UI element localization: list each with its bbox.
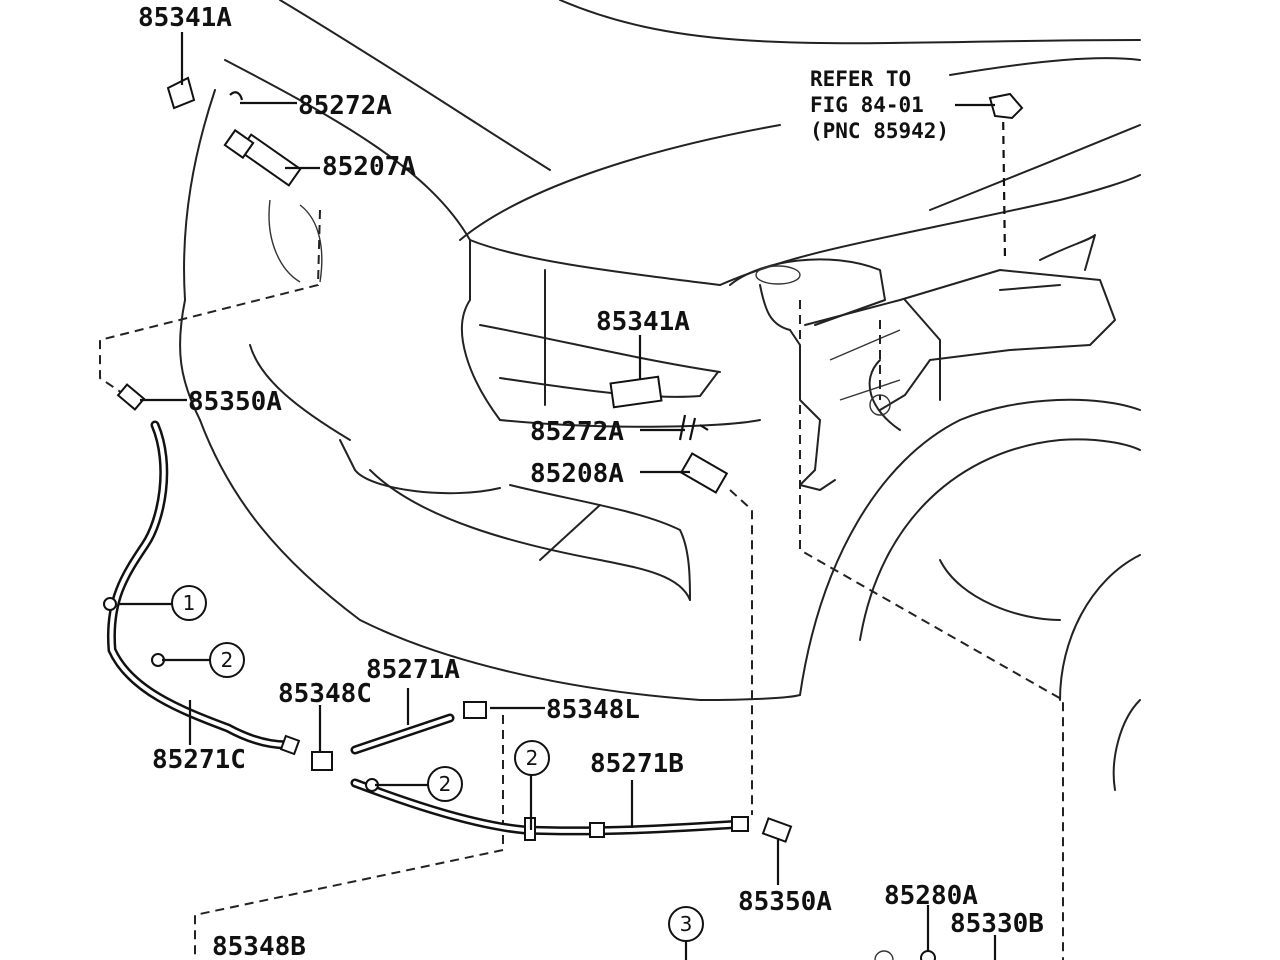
part-label-85272a-top: 85272A <box>298 91 392 121</box>
part-label-85272a-mid: 85272A <box>530 417 624 447</box>
part-label-85348c: 85348C <box>278 679 372 709</box>
callout-1: 1 <box>183 591 196 615</box>
part-label-85350a-left: 85350A <box>188 387 282 417</box>
part-label-85271c: 85271C <box>152 745 246 775</box>
callout-circles: 1 2 2 2 3 <box>171 585 704 942</box>
leader-lines <box>118 32 997 960</box>
reference-line-2: FIG 84-01 <box>810 93 924 117</box>
part-labels: 85341A 85272A 85207A 85341A 85350A 85272… <box>138 3 1044 960</box>
dashed-boundaries <box>99 209 1064 960</box>
part-label-85207a: 85207A <box>322 152 416 182</box>
small-parts <box>116 76 936 960</box>
reference-line-3: (PNC 85942) <box>810 119 949 143</box>
wheel-fender-outline <box>799 359 1141 791</box>
part-label-85271a: 85271A <box>366 655 460 685</box>
part-label-85271b: 85271B <box>590 749 684 779</box>
part-label-85208a: 85208A <box>530 459 624 489</box>
part-label-85348b: 85348B <box>212 932 306 960</box>
reference-line-1: REFER TO <box>810 67 911 91</box>
callout-2: 2 <box>439 772 452 796</box>
washer-tank <box>729 92 1116 491</box>
part-label-85341a-mid: 85341A <box>596 307 690 337</box>
part-label-85280a: 85280A <box>884 881 978 911</box>
part-label-85330b: 85330B <box>950 909 1044 939</box>
washer-hoses <box>103 420 749 841</box>
callout-2: 2 <box>221 648 234 672</box>
part-label-85350a-bottom: 85350A <box>738 887 832 917</box>
part-label-85348l: 85348L <box>546 695 640 725</box>
part-label-85341a-top: 85341A <box>138 3 232 33</box>
callout-3: 3 <box>680 912 693 936</box>
callout-2: 2 <box>526 746 539 770</box>
reference-note: REFER TO FIG 84-01 (PNC 85942) <box>810 67 949 143</box>
